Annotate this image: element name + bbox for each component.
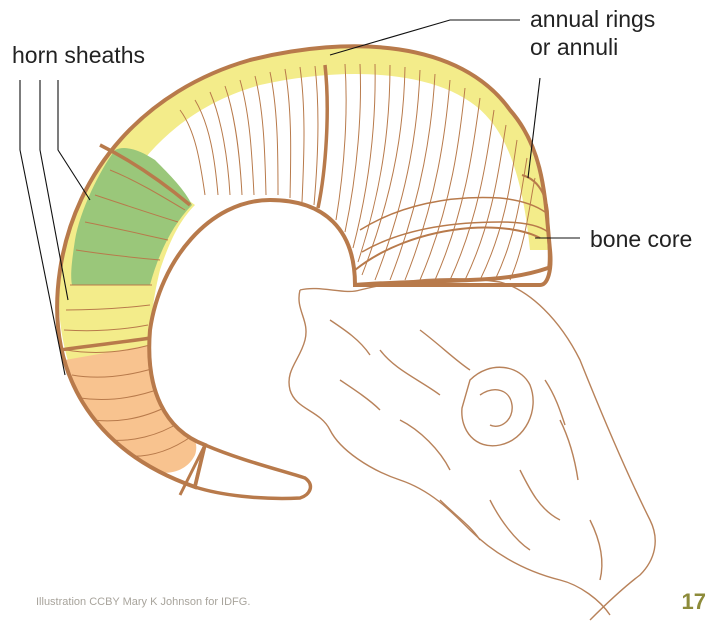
label-annual-rings-line2: or annuli: [530, 34, 618, 61]
illustration-credit: Illustration CCBY Mary K Johnson for IDF…: [36, 596, 250, 608]
label-annual-rings-line1: annual rings: [530, 6, 655, 33]
skull-outline: [289, 279, 655, 620]
bone-core: [355, 175, 549, 285]
horn-sheath-fills: [40, 40, 560, 473]
label-bone-core: bone core: [590, 226, 692, 253]
leader-horn-sheaths-3: [58, 80, 90, 200]
page-number: 17: [682, 589, 706, 615]
label-horn-sheaths: horn sheaths: [12, 42, 145, 69]
horn-tip: [195, 445, 310, 498]
